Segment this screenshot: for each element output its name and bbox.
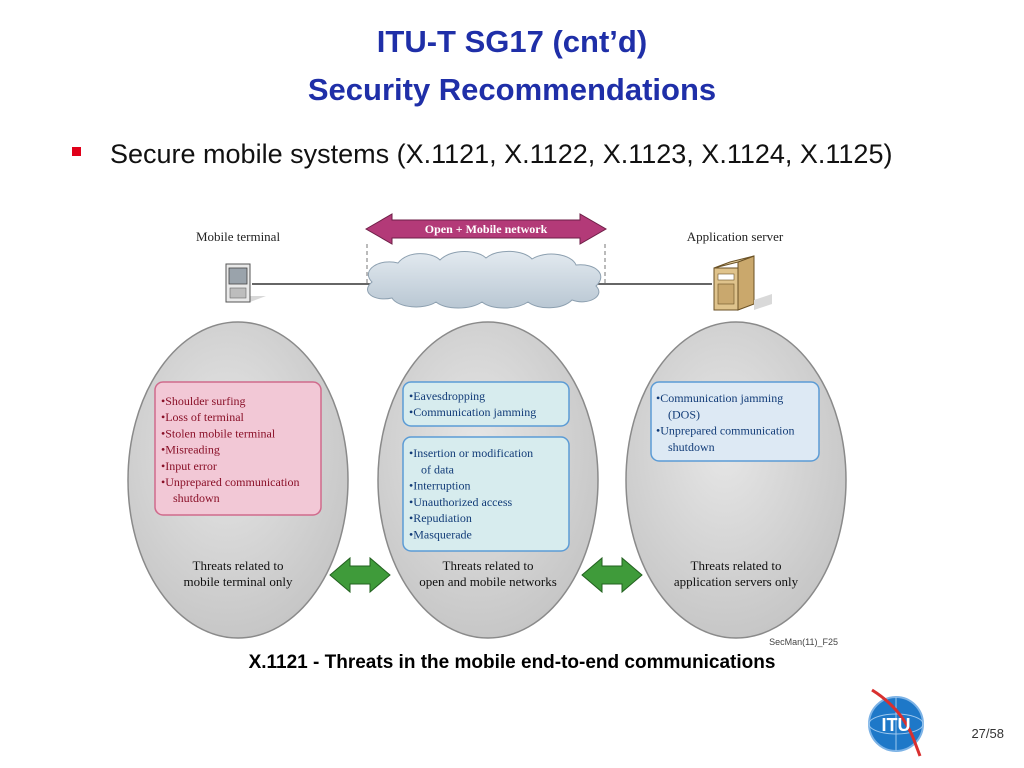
server-threat-zone — [625, 321, 847, 639]
terminal-threat-item: •Stolen mobile terminal — [161, 426, 276, 440]
green-double-arrow-left — [329, 556, 391, 594]
cloud-icon — [367, 250, 602, 309]
server-footer-line2: application servers only — [674, 574, 799, 589]
terminal-threat-item: •Misreading — [161, 443, 220, 457]
terminal-footer-line1: Threats related to — [193, 558, 284, 573]
slide-title-line2: Security Recommendations — [307, 72, 717, 107]
page-number: 27/58 — [971, 726, 1004, 741]
mobile-terminal-label: Mobile terminal — [196, 229, 281, 244]
server-threat-item: (DOS) — [656, 407, 700, 421]
figure-id: SecMan(11)_F25 — [769, 637, 838, 647]
itu-logo-icon: ITU — [868, 688, 924, 757]
server-footer-line1: Threats related to — [691, 558, 782, 573]
application-server-label: Application server — [687, 229, 784, 244]
slide-title-line1: ITU-T SG17 (cnt’d) — [376, 24, 648, 59]
network-threats-box-bottom — [402, 436, 570, 552]
server-threat-item: shutdown — [656, 440, 715, 454]
bullet-square-icon — [72, 147, 81, 156]
network-arrow: Open + Mobile network — [364, 213, 608, 245]
network-threat-item: of data — [409, 462, 455, 476]
mobile-phone-icon — [225, 263, 266, 303]
network-footer-line2: open and mobile networks — [419, 574, 557, 589]
bullet-text: Secure mobile systems (X.1121, X.1122, X… — [110, 139, 893, 169]
green-double-arrow-right — [581, 556, 643, 594]
server-threat-item: •Unprepared communication — [656, 424, 795, 438]
network-threat-item: •Repudiation — [409, 511, 472, 525]
network-threat-item: •Unauthorized access — [409, 495, 512, 509]
terminal-threat-item: •Input error — [161, 459, 217, 473]
terminal-threat-item: •Shoulder surfing — [161, 394, 246, 408]
network-label: Open + Mobile network — [425, 222, 548, 236]
figure-caption: X.1121 - Threats in the mobile end-to-en… — [248, 652, 776, 673]
server-icon — [713, 255, 772, 311]
network-threat-item: •Interruption — [409, 479, 471, 493]
network-threat-item: •Masquerade — [409, 528, 472, 542]
network-threat-item: •Eavesdropping — [409, 389, 485, 403]
network-threats-box-top — [402, 381, 570, 427]
terminal-threats-box — [154, 381, 322, 516]
terminal-footer-line2: mobile terminal only — [183, 574, 293, 589]
itu-logo-text: ITU — [882, 715, 911, 735]
terminal-threat-item: •Unprepared communication — [161, 475, 300, 489]
network-threat-item: •Communication jamming — [409, 405, 536, 419]
network-threat-item: •Insertion or modification — [409, 446, 533, 460]
network-footer-line1: Threats related to — [443, 558, 534, 573]
server-threats-box — [650, 381, 820, 462]
terminal-threat-item: •Loss of terminal — [161, 410, 245, 424]
server-threat-item: •Communication jamming — [656, 391, 783, 405]
terminal-threat-item: shutdown — [161, 491, 220, 505]
